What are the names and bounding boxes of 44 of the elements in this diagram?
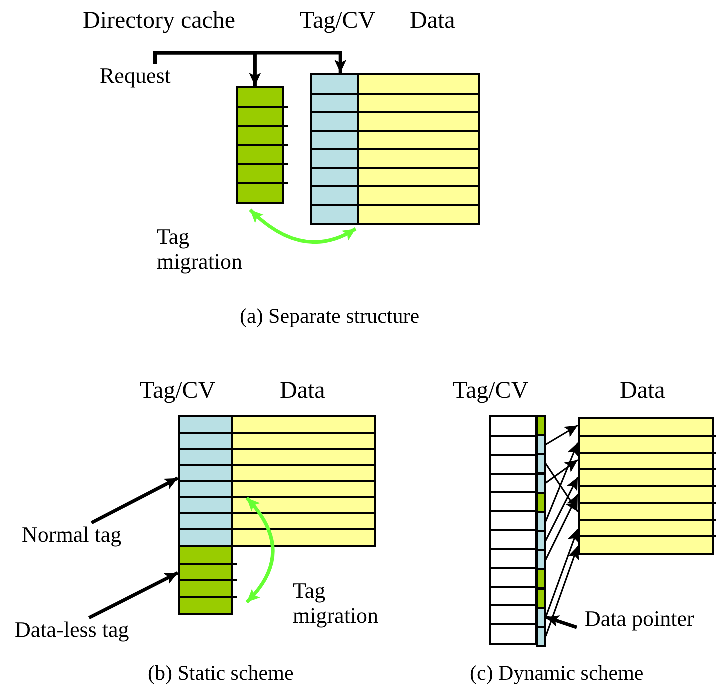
pointer-cell [536,530,546,552]
figure-caption: (c) Dynamic scheme [470,662,644,686]
arrow [545,528,580,618]
double-arrow [246,497,275,604]
pointer-cell [536,568,546,590]
arrow [545,477,579,541]
column-heading: Tag/CV [453,378,529,404]
arrow [546,459,578,484]
pointer-cell [536,453,546,474]
column-heading: Data [620,378,666,404]
pointer-cell [536,510,546,532]
arrow [154,51,347,73]
column-heading: Tag/CV [300,8,376,34]
pointer-cell [536,588,546,609]
tag-array [489,415,537,645]
text-label: Normal tag [22,523,122,548]
figure-caption: (a) Separate structure [240,305,420,328]
data-array [231,415,376,547]
text-label: Data-less tag [15,618,130,642]
text-label: Data pointer [585,607,694,632]
column-heading: Directory cache [83,8,236,34]
text-label: Request [100,64,171,88]
pointer-cell [536,549,546,570]
arrow [88,571,179,620]
arrow [545,442,579,522]
column-heading: Tag/CV [140,378,216,404]
pointer-cell [536,472,546,494]
cache-array [310,73,480,225]
figure-caption: (b) Static scheme [148,662,294,686]
pointer-cell [536,434,546,456]
arrow [545,494,579,560]
arrow [545,546,580,637]
pointer-cell [536,492,546,513]
pointer-cell [536,626,546,647]
tag-array [178,415,233,547]
column-heading: Data [280,378,326,404]
pointer-cell [536,415,546,436]
double-arrow [249,208,357,244]
arrow [90,476,179,525]
arrow [545,463,579,512]
data-array [578,417,714,555]
arrow [546,424,578,446]
column-heading: Data [410,8,456,34]
pointer-cell [536,606,546,628]
